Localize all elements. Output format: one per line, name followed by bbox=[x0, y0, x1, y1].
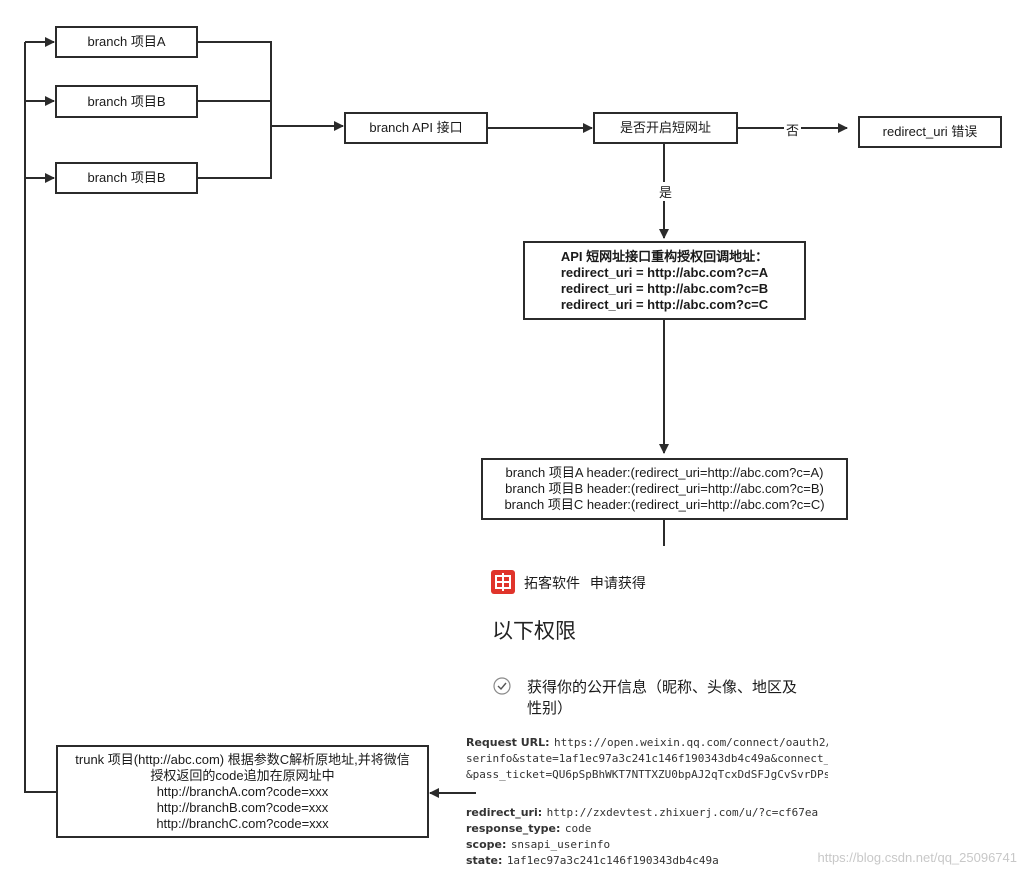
request-text: 申请获得 bbox=[589, 575, 646, 591]
edge-label-no: 否 bbox=[784, 120, 802, 139]
node-rebuild: API 短网址接口重构授权回调地址： redirect_uri = http:/… bbox=[523, 241, 806, 320]
param-key: state: bbox=[466, 854, 503, 867]
node-branch-b-second: branch 项目B bbox=[55, 162, 198, 194]
param-value: code bbox=[564, 822, 592, 835]
check-circle-icon bbox=[493, 677, 511, 695]
param-key: scope: bbox=[466, 838, 507, 851]
watermark: https://blog.csdn.net/qq_25096741 bbox=[817, 850, 1018, 865]
param-value: snsapi_userinfo bbox=[510, 838, 611, 851]
request-details: Request URL: https://open.weixin.qq.com/… bbox=[466, 734, 828, 868]
param-value: 1af1ec97a3c241c146f190343db4c49a bbox=[506, 854, 719, 867]
edge-label-yes: 是 bbox=[657, 182, 675, 201]
request-url-line: https://open.weixin.qq.com/connect/oauth… bbox=[554, 736, 828, 749]
wechat-auth-panel: 拓客软件 申请获得 以下权限 获得你的公开信息（昵称、头像、地区及 性别） bbox=[491, 570, 831, 730]
node-decision: 是否开启短网址 bbox=[593, 112, 738, 144]
param-key: response_type: bbox=[466, 822, 561, 835]
app-logo-icon bbox=[491, 570, 515, 594]
node-branch-b: branch 项目B bbox=[55, 85, 198, 118]
param-value: http://zxdevtest.zhixuerj.com/u/?c=cf67e… bbox=[546, 806, 819, 819]
node-trunk: trunk 项目(http://abc.com) 根据参数C解析原地址,并将微信… bbox=[56, 745, 429, 838]
permission-item: 获得你的公开信息（昵称、头像、地区及 性别） bbox=[527, 679, 798, 717]
node-branch-a: branch 项目A bbox=[55, 26, 198, 58]
node-error: redirect_uri 错误 bbox=[858, 116, 1002, 148]
request-url-line: &pass_ticket=QU6pSpBhWKT7NTTXZU0bpAJ2qTc… bbox=[466, 768, 828, 781]
edge-trunk-loop bbox=[24, 42, 56, 793]
node-headers: branch 项目A header:(redirect_uri=http://a… bbox=[481, 458, 848, 520]
app-name: 拓客软件 bbox=[524, 575, 580, 591]
edge-branch-b2-merge bbox=[197, 126, 272, 179]
request-url-line: serinfo&state=1af1ec97a3c241c146f190343d… bbox=[466, 752, 828, 765]
permission-heading: 以下权限 bbox=[492, 620, 576, 643]
edge-branch-a-merge bbox=[197, 41, 272, 126]
node-api: branch API 接口 bbox=[344, 112, 488, 144]
request-url-label: Request URL: bbox=[466, 736, 550, 749]
param-key: redirect_uri: bbox=[466, 806, 543, 819]
